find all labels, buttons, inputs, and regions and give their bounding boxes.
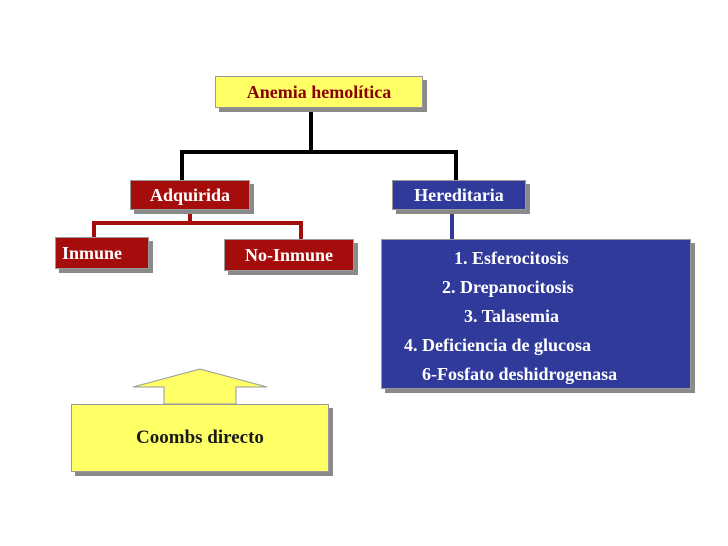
adquirida-label: Adquirida [149, 184, 231, 205]
no-inmune-box: No-Inmune [224, 239, 354, 271]
up-arrow-icon [132, 368, 268, 405]
list-item: 1. Esferocitosis [454, 248, 569, 268]
list-item: 2. Drepanocitosis [442, 277, 574, 297]
coombs-directo-label: Coombs directo [136, 427, 264, 448]
inmune-box: Inmune [55, 237, 149, 269]
anemia-hemolitica-box: Anemia hemolítica [215, 76, 423, 108]
list-item: 6-Fosfato deshidrogenasa [422, 364, 618, 384]
list-item: 3. Talasemia [464, 306, 560, 326]
list-item: 4. Deficiencia de glucosa [404, 335, 591, 355]
hereditaria-box: Hereditaria [392, 180, 526, 210]
hereditaria-label: Hereditaria [414, 184, 504, 205]
adquirida-box: Adquirida [130, 180, 250, 210]
no-inmune-label: No-Inmune [244, 244, 333, 265]
inmune-label: Inmune [62, 242, 123, 263]
hereditary-causes-list: 1. Esferocitosis 2. Drepanocitosis 3. Ta… [381, 239, 691, 389]
anemia-hemolitica-label: Anemia hemolítica [246, 81, 392, 102]
coombs-directo-box: Coombs directo [71, 404, 329, 472]
